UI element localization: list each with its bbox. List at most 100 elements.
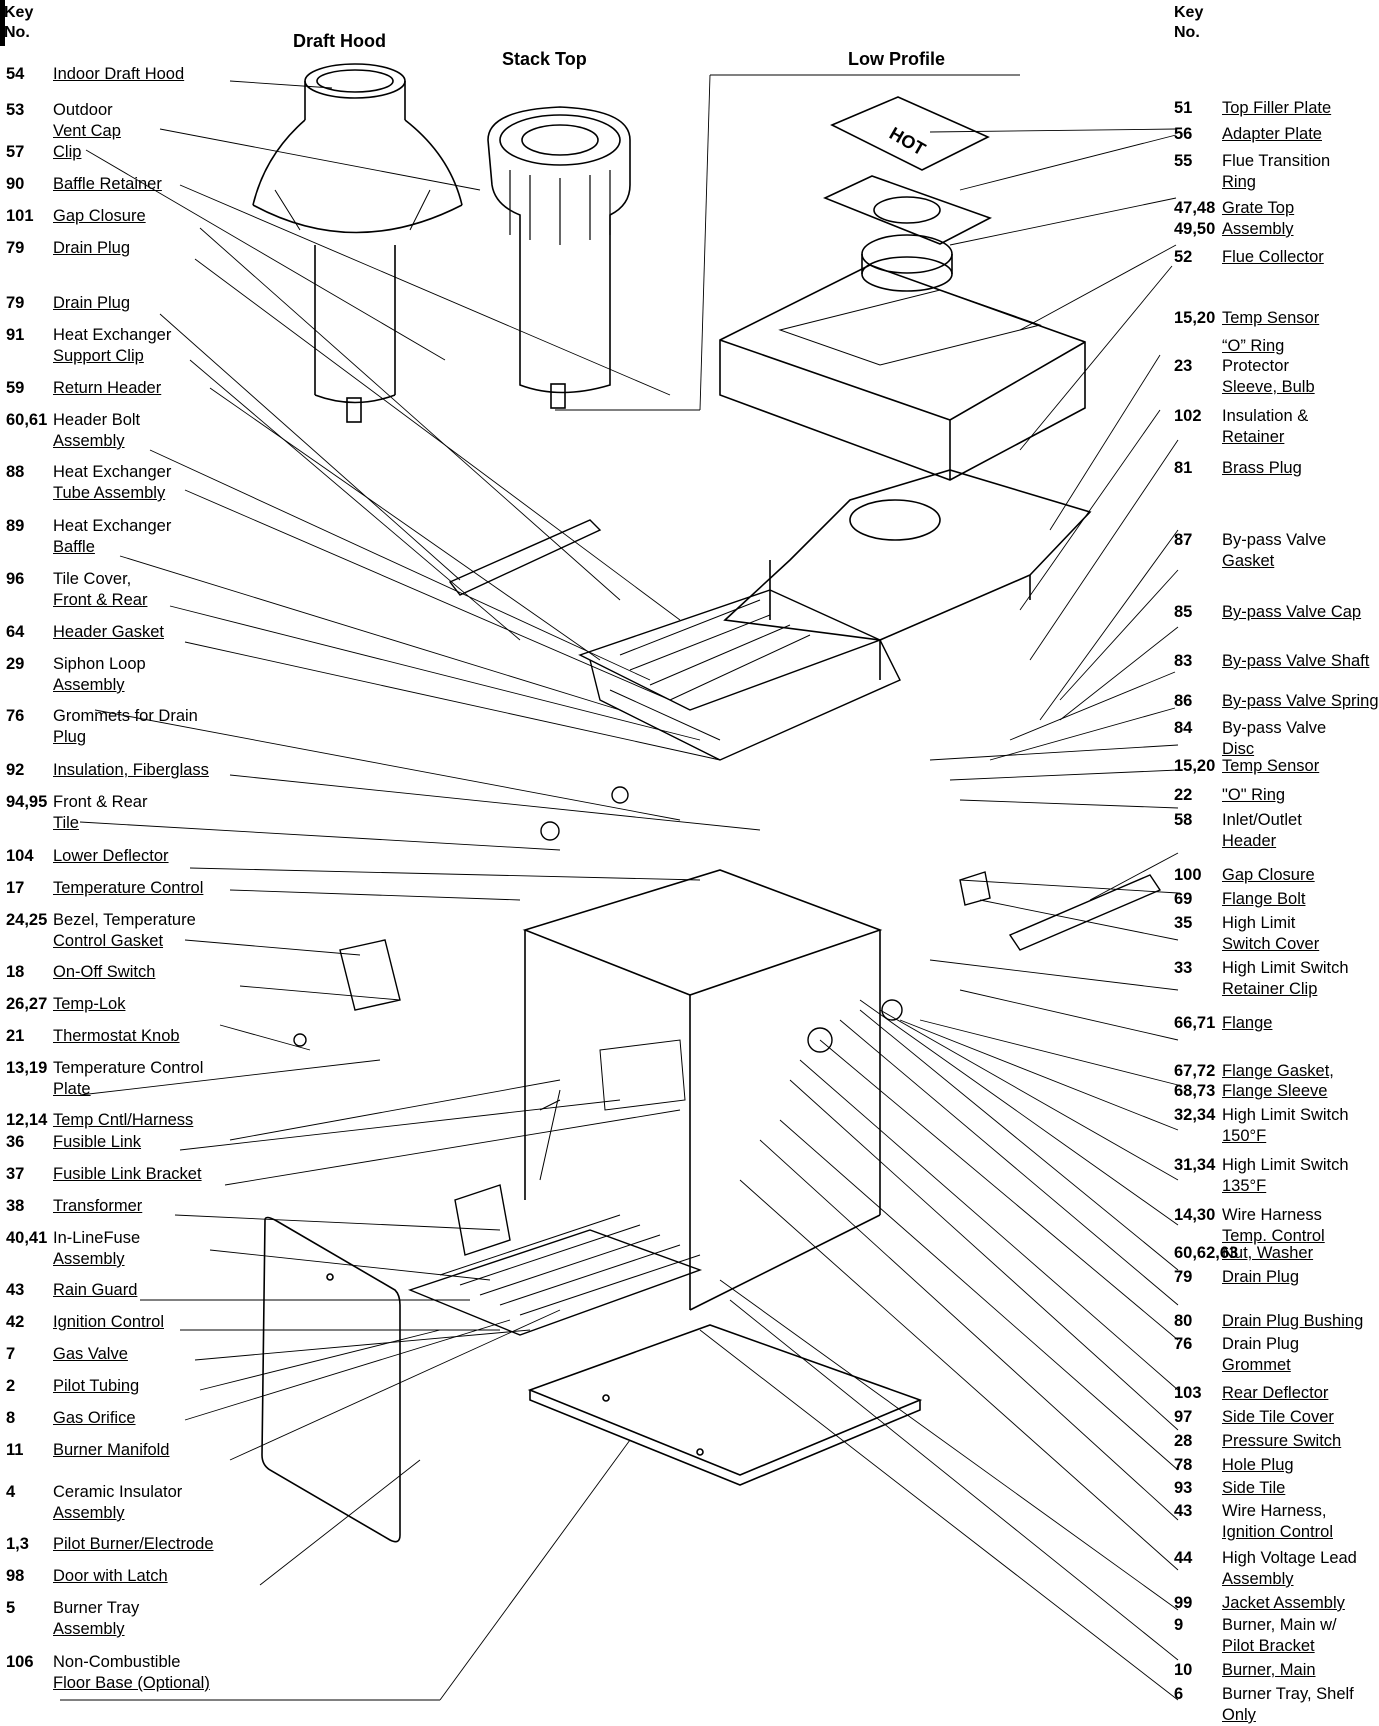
part-key-number: 18 xyxy=(6,963,25,981)
part-key-number: 42 xyxy=(6,1313,25,1331)
part-label-line: Assembly xyxy=(53,1620,125,1638)
part-key-number: 35 xyxy=(1174,914,1193,932)
part-label-line: Front & Rear xyxy=(53,591,148,609)
part-key-number: 85 xyxy=(1174,603,1193,621)
part-key-number: 9 xyxy=(1174,1616,1184,1634)
part-label-line: Sleeve, Bulb xyxy=(1222,378,1315,396)
part-label-line: Insulation, Fiberglass xyxy=(53,761,209,779)
part-key-number: 52 xyxy=(1174,248,1193,266)
leader-line xyxy=(959,799,1179,809)
leader-line xyxy=(699,1329,1179,1701)
leader-line xyxy=(979,899,1179,941)
part-label: Flange Sleeve xyxy=(1222,1081,1328,1102)
leader-line xyxy=(929,959,1179,991)
part-label-line: Fusible Link Bracket xyxy=(53,1165,202,1183)
part-label-line: Gap Closure xyxy=(1222,866,1315,884)
part-label-line: “O” Ring xyxy=(1222,337,1285,355)
part-label: Hole Plug xyxy=(1222,1455,1294,1476)
part-label-line: Temp Sensor xyxy=(1222,757,1320,775)
part-key-number: 81 xyxy=(1174,459,1193,477)
part-label: Gas Orifice xyxy=(53,1408,136,1429)
part-key-number: 32,34 xyxy=(1174,1106,1216,1124)
part-label-line: Burner Manifold xyxy=(53,1441,170,1459)
part-label-line: Burner, Main w/ xyxy=(1222,1616,1337,1634)
part-key-number: 87 xyxy=(1174,531,1193,549)
part-key-number: 67,72 xyxy=(1174,1062,1216,1080)
part-key-number: 78 xyxy=(1174,1456,1193,1474)
draft-hood-drawing xyxy=(252,63,463,423)
leader-line xyxy=(879,1009,1179,1181)
part-label-line: Ring xyxy=(1222,173,1256,191)
leader-line xyxy=(789,1079,1179,1431)
part-label-line: Heat Exchanger xyxy=(53,463,172,481)
part-label-line: By-pass Valve Cap xyxy=(1222,603,1362,621)
door-drawing xyxy=(261,1216,401,1543)
part-key-number: 68,73 xyxy=(1174,1082,1216,1100)
part-label: Insulation &Retainer xyxy=(1222,406,1308,448)
leader-line xyxy=(179,184,671,396)
leader-line xyxy=(699,74,711,411)
draft-hood-heading: Draft Hood xyxy=(293,31,386,51)
part-label-line: Header xyxy=(1222,832,1277,850)
part-label-line: Return Header xyxy=(53,379,162,397)
part-key-number: 28 xyxy=(1174,1432,1193,1450)
leader-line xyxy=(169,605,701,741)
part-key-number: 37 xyxy=(6,1165,25,1183)
part-key-number: 12,14 xyxy=(6,1111,48,1129)
leader-line xyxy=(229,1079,561,1141)
part-key-number: 79 xyxy=(6,239,25,257)
part-label-line: Plug xyxy=(53,728,87,746)
leader-line xyxy=(79,1059,381,1096)
part-label-line: Siphon Loop xyxy=(53,655,146,673)
leader-line xyxy=(94,709,681,821)
part-label-line: By-pass Valve Shaft xyxy=(1222,652,1370,670)
part-key-number: 4 xyxy=(6,1483,16,1501)
leader-line xyxy=(209,387,601,661)
part-label-line: Assembly xyxy=(53,676,125,694)
leader-line xyxy=(184,1319,511,1421)
part-label-line: Assembly xyxy=(53,1504,125,1522)
part-key-number: 88 xyxy=(6,463,25,481)
part-label-line: Temp. Control xyxy=(1222,1227,1325,1245)
low-profile-heading: Low Profile xyxy=(848,49,946,69)
leader-line xyxy=(179,1099,621,1151)
part-label-line: Tile Cover, xyxy=(53,570,132,588)
part-key-number: 86 xyxy=(1174,692,1193,710)
leader-line xyxy=(949,769,1179,781)
part-key-number: 106 xyxy=(6,1653,34,1671)
part-label-line: Lower Deflector xyxy=(53,847,169,865)
part-label-line: Ceramic Insulator xyxy=(53,1483,183,1501)
part-label-line: Hole Plug xyxy=(1222,1456,1294,1474)
part-key-number: 54 xyxy=(6,65,25,83)
leader-line xyxy=(1019,409,1161,611)
part-label: Burner, Main xyxy=(1222,1660,1316,1681)
part-label-line: Retainer xyxy=(1222,428,1285,446)
leader-line xyxy=(799,1059,1179,1391)
part-label: By-pass Valve Cap xyxy=(1222,602,1361,623)
part-label-line: Flange Bolt xyxy=(1222,890,1306,908)
part-label-line: Outdoor xyxy=(53,101,113,119)
part-label: Return Header xyxy=(53,378,161,399)
part-label-line: Baffle xyxy=(53,538,95,556)
part-label-line: Header Bolt xyxy=(53,411,141,429)
part-key-number: 91 xyxy=(6,326,25,344)
part-label: Fusible Link Bracket xyxy=(53,1164,202,1185)
part-label-line: Nut, Washer xyxy=(1222,1244,1314,1262)
leader-line xyxy=(859,1009,1179,1271)
part-key-number: 76 xyxy=(1174,1335,1193,1353)
part-label: Indoor Draft Hood xyxy=(53,64,184,85)
part-key-number: 29 xyxy=(6,655,25,673)
part-label-line: Temp Sensor xyxy=(1222,309,1320,327)
part-label-line: Control Gasket xyxy=(53,932,164,950)
part-key-number: 96 xyxy=(6,570,25,588)
part-key-number: 98 xyxy=(6,1567,25,1585)
part-label: By-pass Valve Shaft xyxy=(1222,651,1369,672)
part-label-line: Wire Harness xyxy=(1222,1206,1322,1224)
part-key-number: 43 xyxy=(1174,1502,1193,1520)
